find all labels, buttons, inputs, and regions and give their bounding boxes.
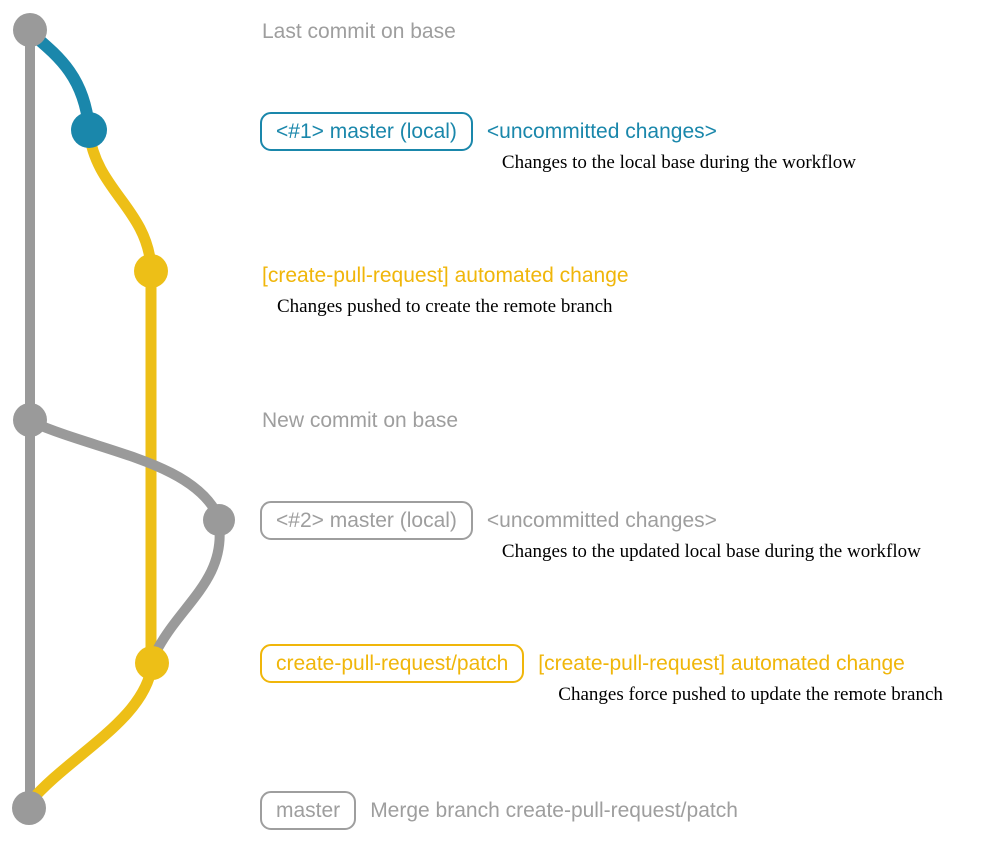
commit-row-patch-2: create-pull-request/patch [create-pull-r… <box>260 644 943 706</box>
commit-message-patch-2: [create-pull-request] automated change C… <box>538 644 943 706</box>
commit-node-patch-1 <box>134 254 168 288</box>
commit-row-local-2: <#2> master (local) <uncommitted changes… <box>260 501 921 563</box>
base-update-edge <box>27 417 224 523</box>
commit-desc-automated-2: Changes force pushed to update the remot… <box>558 684 943 705</box>
commit-row-local-1: <#1> master (local) <uncommitted changes… <box>260 112 856 174</box>
commit-message-local-2: <uncommitted changes> Changes to the upd… <box>487 501 921 563</box>
commit-desc-uncommitted-1: Changes to the local base during the wor… <box>501 152 856 173</box>
patch-branch-edge <box>83 126 157 272</box>
commit-row-merge: master Merge branch create-pull-request/… <box>260 791 738 830</box>
commit-node-local-1 <box>71 112 107 148</box>
branch-label-master-local-2: <#2> master (local) <box>260 501 473 540</box>
branch-label-patch: create-pull-request/patch <box>260 644 525 683</box>
commit-title-automated-2: [create-pull-request] automated change <box>538 652 905 675</box>
commit-row-patch-1: [create-pull-request] automated change C… <box>262 263 629 318</box>
branch-label-master: master <box>260 791 357 830</box>
branch-label-master-local-1: <#1> master (local) <box>260 112 473 151</box>
commit-title-automated-1: [create-pull-request] automated change <box>262 264 629 287</box>
local-commit-edge <box>24 26 95 134</box>
commit-node-merge <box>12 791 46 825</box>
caption-new-commit-on-base: New commit on base <box>262 409 459 432</box>
commit-desc-automated-1: Changes pushed to create the remote bran… <box>277 296 613 317</box>
commit-node-base-last <box>13 13 47 47</box>
commit-message-local-1: <uncommitted changes> Changes to the loc… <box>487 112 856 174</box>
base-rebase-edge <box>151 519 225 657</box>
patch-merge-edge <box>24 659 158 808</box>
commit-node-patch-2 <box>135 646 169 680</box>
commit-title-uncommitted-2: <uncommitted changes> <box>486 509 717 532</box>
commit-desc-uncommitted-2: Changes to the updated local base during… <box>501 541 921 562</box>
commit-node-base-new <box>13 403 47 437</box>
caption-last-commit-on-base: Last commit on base <box>262 20 456 43</box>
commit-title-merge: Merge branch create-pull-request/patch <box>370 799 738 822</box>
commit-title-uncommitted-1: <uncommitted changes> <box>486 120 717 143</box>
commit-node-local-2 <box>203 504 235 536</box>
